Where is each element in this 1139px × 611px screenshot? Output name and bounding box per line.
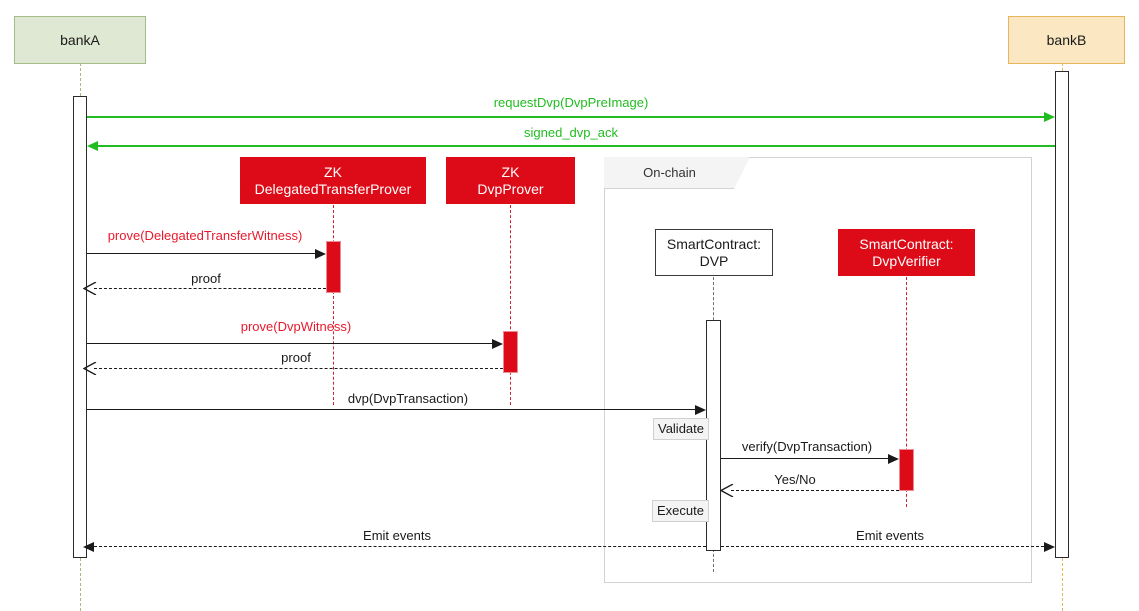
participant-smartcontract-dvp-verifier[interactable]: SmartContract: DvpVerifier bbox=[838, 229, 975, 276]
arrowhead-proof-1 bbox=[83, 282, 97, 295]
group-on-chain-label: On-chain bbox=[643, 165, 696, 180]
message-label-prove-delegated-transfer-witness: prove(DelegatedTransferWitness) bbox=[107, 228, 303, 243]
participant-bankA[interactable]: bankA bbox=[14, 16, 146, 64]
lifeline-dvp-verifier bbox=[906, 277, 907, 507]
participant-zk-dvp-prover[interactable]: ZK DvpProver bbox=[446, 157, 575, 204]
arrowhead-prove-dvp-witness bbox=[492, 339, 503, 349]
arrowhead-signed-dvp-ack bbox=[87, 141, 98, 151]
message-label-yes-no: Yes/No bbox=[774, 472, 816, 487]
activation-zk-dvp-prover bbox=[503, 331, 518, 373]
self-action-validate: Validate bbox=[652, 418, 709, 440]
message-line-verify-dvp-transaction bbox=[721, 458, 888, 459]
message-label-requestDvp: requestDvp(DvpPreImage) bbox=[493, 95, 649, 110]
activation-zk-delegated-transfer-prover bbox=[326, 241, 341, 293]
lifeline-zk-delegated-transfer-prover bbox=[333, 205, 334, 405]
message-line-yes-no bbox=[731, 490, 899, 491]
arrowhead-prove-delegated-transfer-witness bbox=[315, 249, 326, 259]
message-label-prove-dvp-witness: prove(DvpWitness) bbox=[240, 319, 352, 334]
message-label-dvp-transaction: dvp(DvpTransaction) bbox=[347, 391, 469, 406]
message-line-signed-dvp-ack bbox=[98, 145, 1055, 147]
arrowhead-emit-events-bankB bbox=[1044, 542, 1055, 552]
arrowhead-verify-dvp-transaction bbox=[888, 454, 899, 464]
lifeline-zk-dvp-prover bbox=[510, 205, 511, 405]
message-line-prove-dvp-witness bbox=[87, 343, 492, 344]
arrowhead-dvp-transaction bbox=[695, 405, 706, 415]
message-label-proof-2: proof bbox=[281, 350, 311, 365]
message-label-signed-dvp-ack: signed_dvp_ack bbox=[524, 125, 618, 140]
message-line-prove-delegated-transfer-witness bbox=[87, 253, 315, 254]
group-on-chain-tab: On-chain bbox=[604, 157, 750, 189]
activation-bankA bbox=[73, 96, 87, 558]
arrowhead-requestDvp bbox=[1044, 112, 1055, 122]
participant-zk-delegated-transfer-prover[interactable]: ZK DelegatedTransferProver bbox=[240, 157, 426, 204]
message-label-verify-dvp-transaction: verify(DvpTransaction) bbox=[741, 439, 873, 454]
participant-smartcontract-dvp[interactable]: SmartContract: DVP bbox=[655, 229, 773, 276]
message-line-dvp-transaction bbox=[87, 409, 695, 410]
message-label-emit-events-bankB: Emit events bbox=[856, 528, 924, 543]
message-label-emit-events-bankA: Emit events bbox=[363, 528, 431, 543]
participant-bankB[interactable]: bankB bbox=[1008, 16, 1125, 64]
activation-bankB bbox=[1055, 71, 1069, 558]
message-line-proof-1 bbox=[94, 288, 326, 289]
message-line-requestDvp bbox=[87, 116, 1044, 118]
arrowhead-emit-events-bankA bbox=[83, 542, 94, 552]
message-line-emit-events-bankB bbox=[721, 546, 1044, 547]
message-line-proof-2 bbox=[94, 368, 503, 369]
self-action-execute: Execute bbox=[652, 500, 709, 522]
arrowhead-yes-no bbox=[720, 484, 734, 497]
message-line-emit-events-bankA bbox=[94, 546, 706, 547]
activation-dvp-verifier bbox=[899, 449, 914, 491]
group-on-chain bbox=[604, 157, 1032, 583]
message-label-proof-1: proof bbox=[191, 271, 221, 286]
arrowhead-proof-2 bbox=[83, 362, 97, 375]
